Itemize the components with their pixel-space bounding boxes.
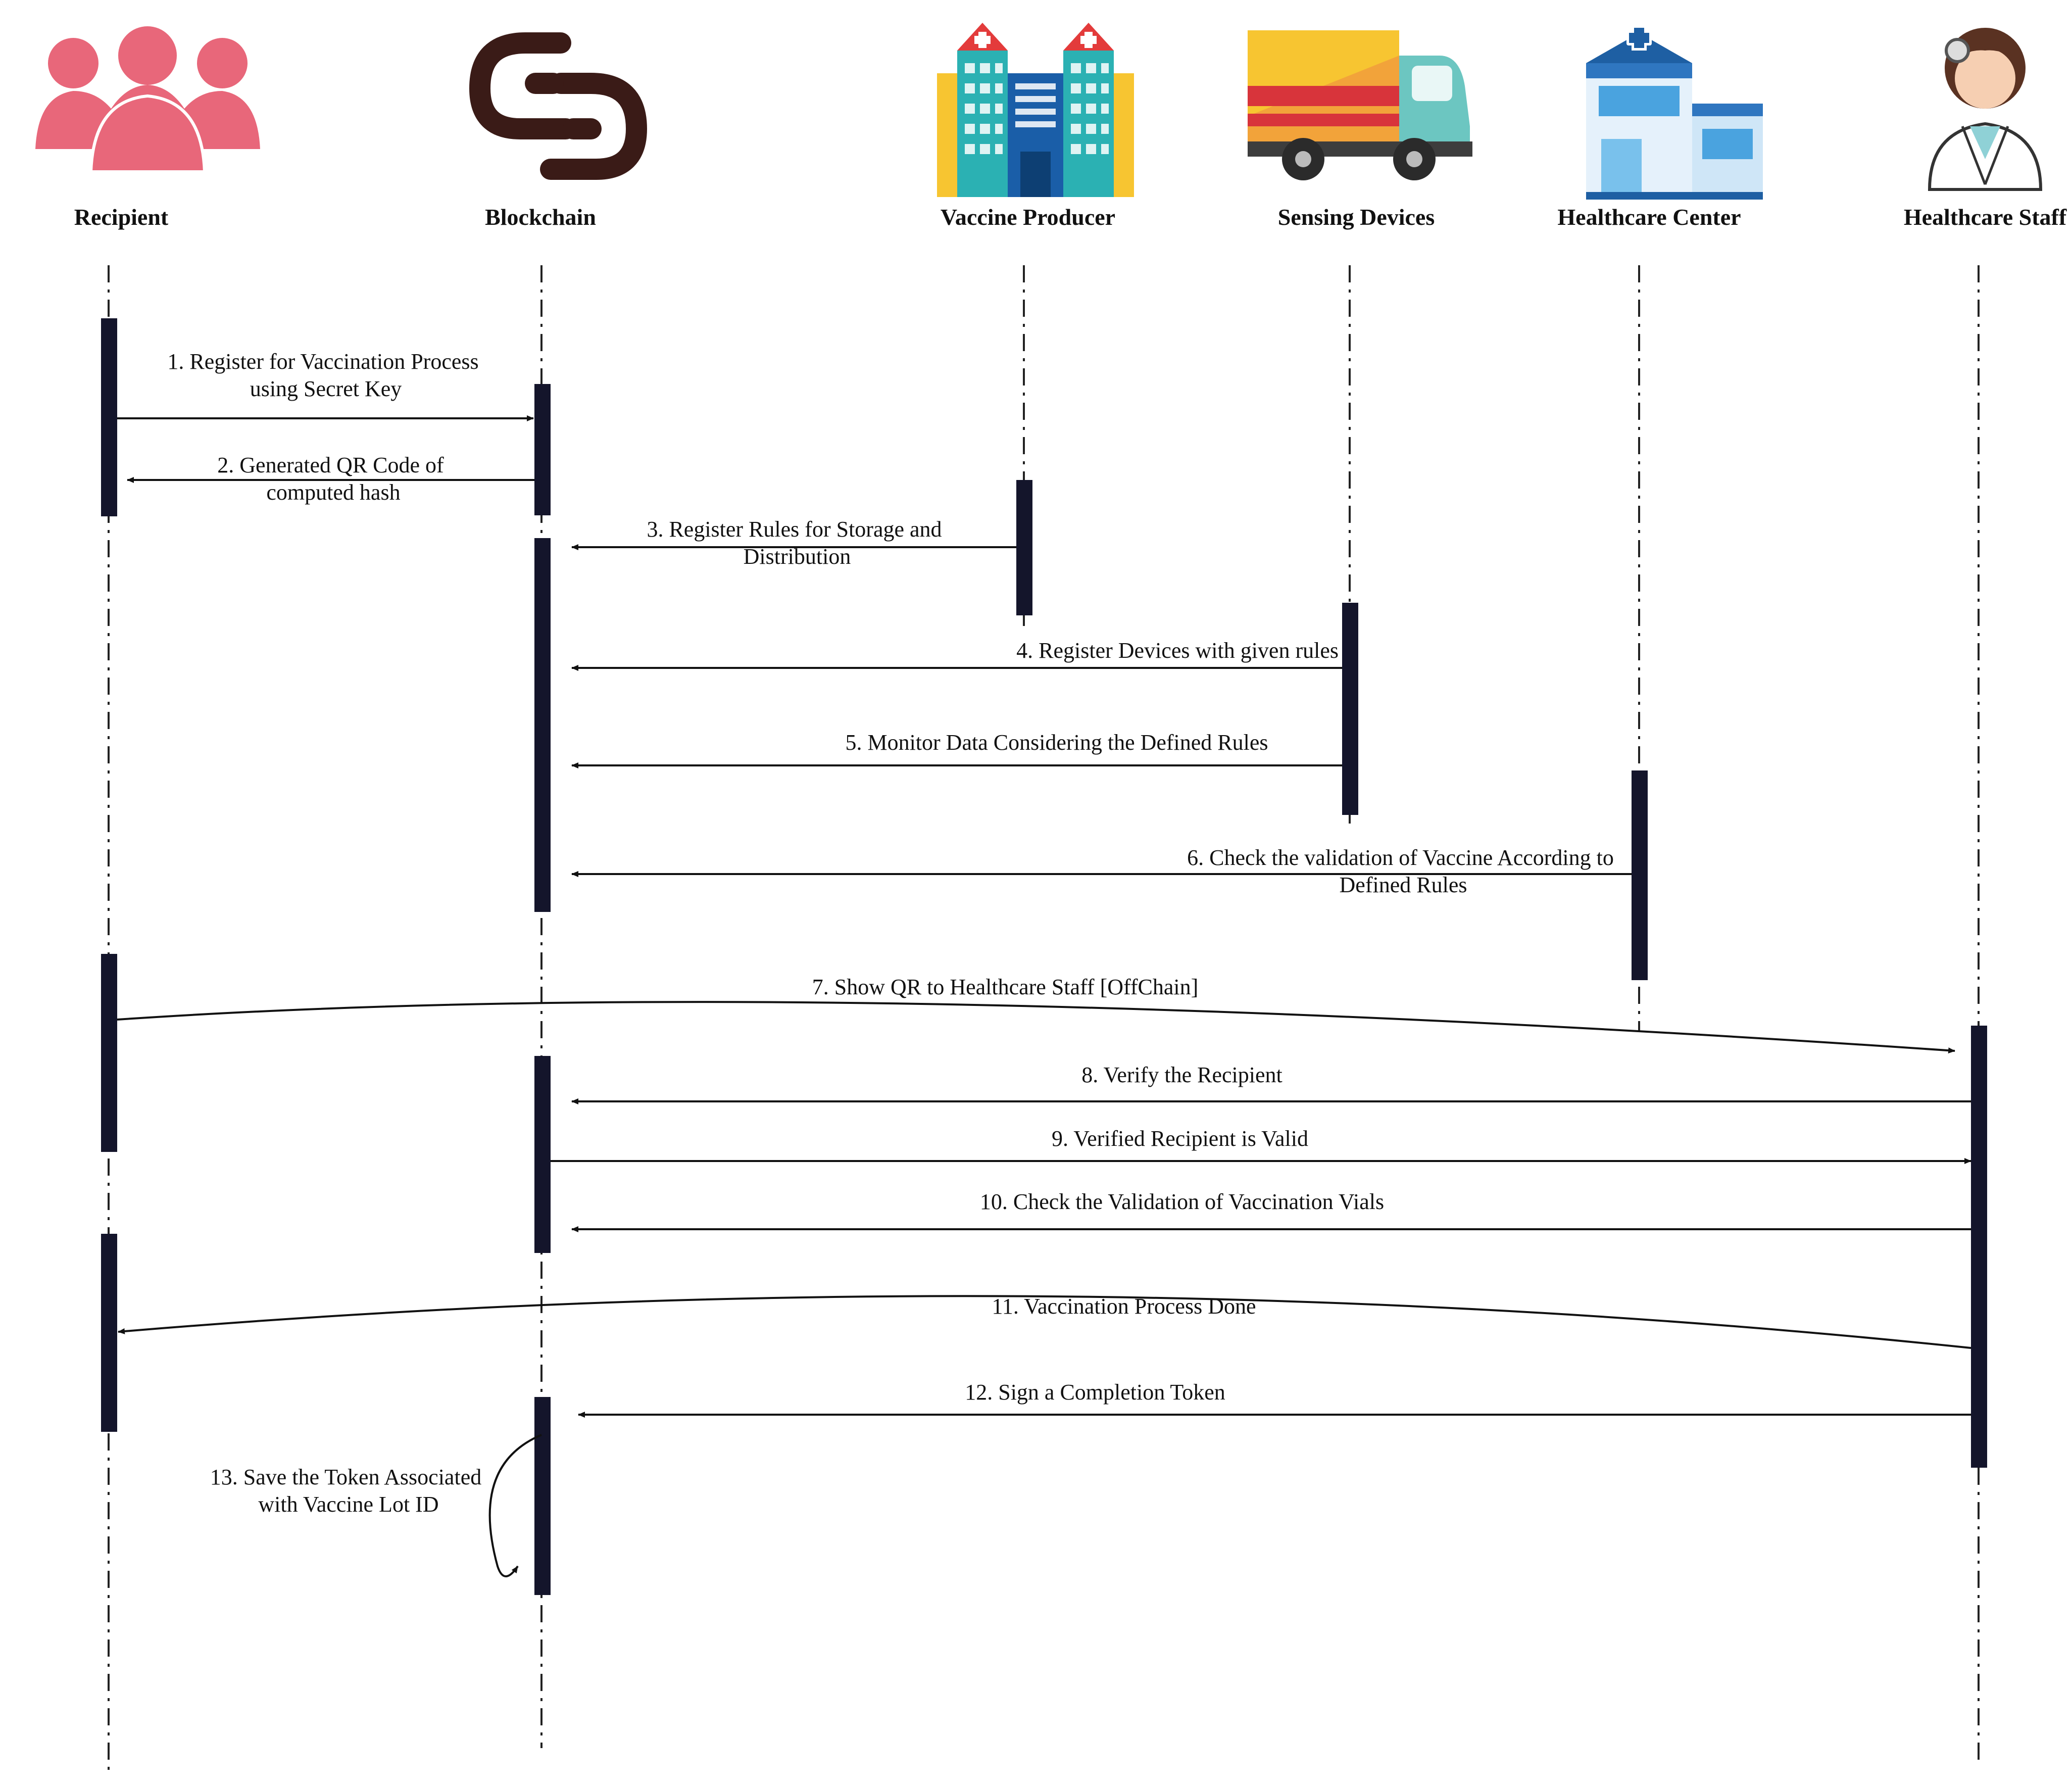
actor-label-blockchain: Blockchain xyxy=(485,204,596,230)
doctor-icon xyxy=(1928,28,2043,191)
actor-label-vaccine-producer: Vaccine Producer xyxy=(941,204,1115,230)
blockchain-chain-icon xyxy=(469,32,648,180)
people-group-icon xyxy=(35,26,260,173)
message-label-5: 5. Monitor Data Considering the Defined … xyxy=(845,730,1268,755)
activation-bar xyxy=(101,1234,117,1432)
message-label-13: 13. Save the Token Associated with Vacci… xyxy=(210,1465,487,1517)
message-label-1: 1. Register for Vaccination Process usin… xyxy=(167,349,484,401)
factory-building-icon xyxy=(937,23,1134,197)
activation-bar xyxy=(1971,1026,1987,1468)
message-arrows xyxy=(117,415,1971,1577)
message-arrow-13 xyxy=(488,1434,542,1577)
message-label-12: 12. Sign a Completion Token xyxy=(965,1380,1225,1405)
message-arrow-11 xyxy=(118,1295,1971,1349)
activation-bar xyxy=(534,384,551,515)
actor-label-sensing-devices: Sensing Devices xyxy=(1278,204,1435,230)
message-label-8: 8. Verify the Recipient xyxy=(1081,1063,1282,1087)
message-label-10: 10. Check the Validation of Vaccination … xyxy=(980,1189,1384,1214)
message-label-6: 6. Check the validation of Vaccine Accor… xyxy=(1187,845,1619,897)
activation-bar xyxy=(534,1056,551,1253)
message-arrow-7 xyxy=(117,1001,1955,1054)
activation-bar xyxy=(534,1397,551,1595)
message-labels: 1. Register for Vaccination Process usin… xyxy=(167,349,1619,1517)
actor-label-healthcare-staff: Healthcare Staff xyxy=(1904,204,2067,230)
activation-bar xyxy=(101,954,117,1152)
activation-bar xyxy=(1016,480,1032,615)
activation-bar xyxy=(101,318,117,516)
actor-label-recipient: Recipient xyxy=(74,204,169,230)
delivery-truck-icon xyxy=(1248,30,1472,180)
message-label-3: 3. Register Rules for Storage and Distri… xyxy=(647,517,947,569)
hospital-building-icon xyxy=(1586,25,1763,200)
actor-label-healthcare-center: Healthcare Center xyxy=(1557,204,1741,230)
activation-bar xyxy=(1632,770,1648,980)
message-label-11: 11. Vaccination Process Done xyxy=(992,1294,1256,1319)
activation-bars xyxy=(101,318,1987,1595)
message-label-4: 4. Register Devices with given rules xyxy=(1016,638,1339,663)
activation-bar xyxy=(534,538,551,912)
activation-bar xyxy=(1342,603,1358,815)
actor-labels: Recipient Blockchain Vaccine Producer Se… xyxy=(74,204,2067,230)
message-label-2: 2. Generated QR Code of computed hash xyxy=(217,453,449,505)
message-label-9: 9. Verified Recipient is Valid xyxy=(1052,1126,1308,1151)
message-label-7: 7. Show QR to Healthcare Staff [OffChain… xyxy=(812,975,1199,999)
